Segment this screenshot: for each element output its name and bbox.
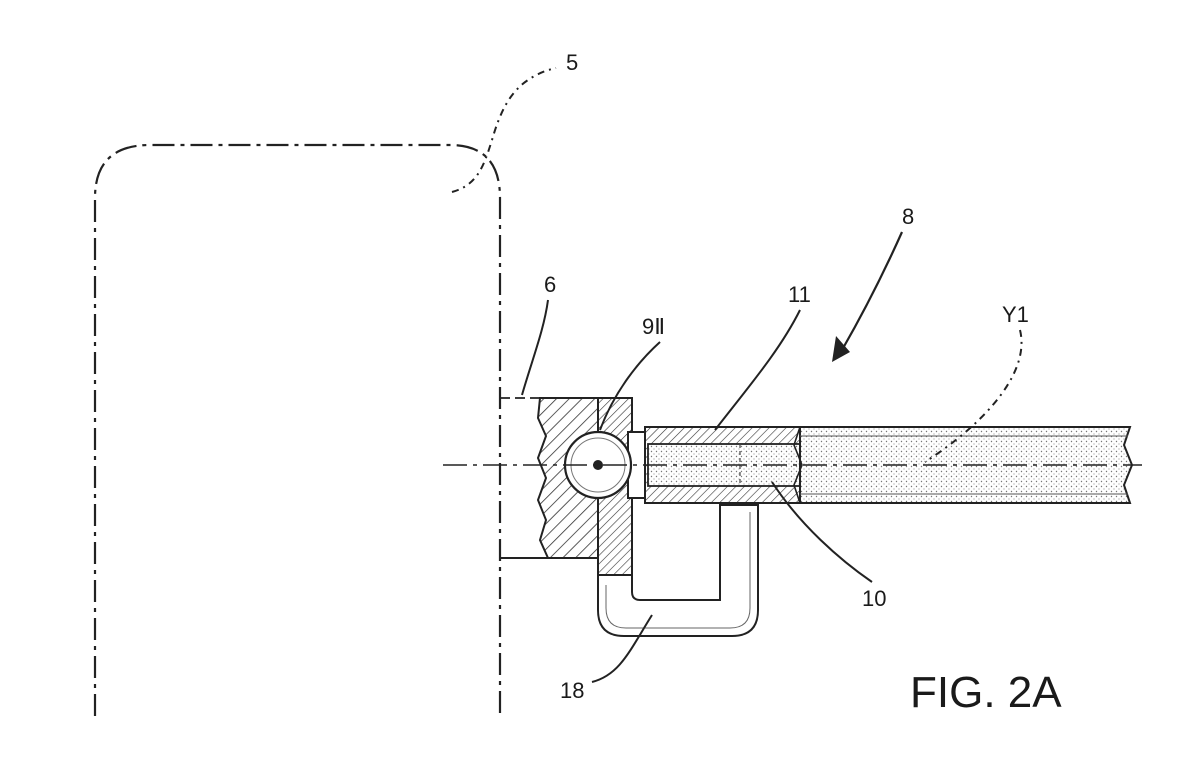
leader-axis bbox=[924, 329, 1023, 463]
label-arm: 8 bbox=[902, 204, 914, 229]
leader-housing bbox=[451, 67, 557, 193]
label-bracket: 18 bbox=[560, 678, 584, 703]
leader-arm bbox=[841, 231, 904, 351]
leader-wall bbox=[521, 299, 549, 396]
label-wall: 6 bbox=[544, 272, 556, 297]
ball-joint bbox=[563, 430, 651, 500]
label-outer-part: 11 bbox=[788, 282, 811, 307]
leader-outer-part bbox=[714, 309, 801, 431]
label-axis: Y1 bbox=[1002, 302, 1029, 327]
leader-inner-part bbox=[771, 481, 873, 583]
leader-joint bbox=[599, 341, 661, 431]
label-housing: 5 bbox=[566, 50, 578, 75]
leader-bracket bbox=[591, 614, 653, 683]
leader-arm-arrow bbox=[832, 336, 850, 362]
figure-title: FIG. 2A bbox=[910, 668, 1062, 717]
housing-outline bbox=[93, 143, 502, 716]
label-joint: 9Ⅱ bbox=[642, 314, 665, 339]
label-inner-part: 10 bbox=[862, 586, 886, 611]
